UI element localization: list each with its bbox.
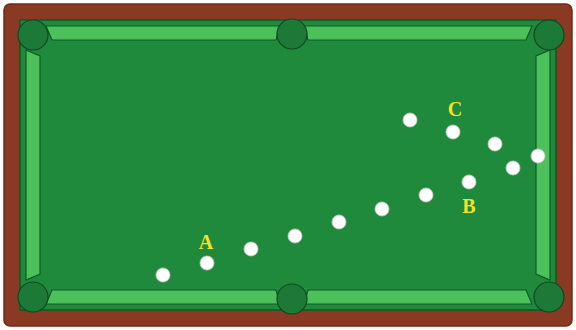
ball — [200, 256, 214, 270]
ball — [446, 125, 460, 139]
ball — [375, 202, 389, 216]
ball — [156, 268, 170, 282]
cushions — [26, 26, 550, 304]
pocket — [534, 20, 564, 50]
cushion — [536, 50, 550, 280]
pocket — [277, 284, 307, 314]
ball — [288, 229, 302, 243]
pocket — [277, 19, 307, 49]
balls — [156, 113, 545, 282]
ball-label: A — [199, 232, 213, 252]
ball — [244, 242, 258, 256]
ball — [419, 188, 433, 202]
ball-label: B — [462, 196, 475, 216]
cushion — [304, 26, 532, 40]
pocket — [534, 282, 564, 312]
ball — [462, 175, 476, 189]
ball-label: C — [448, 99, 462, 119]
table-felt — [20, 20, 556, 310]
cushion — [46, 26, 280, 40]
cushion — [26, 50, 40, 280]
pocket — [18, 20, 48, 50]
pocket — [18, 282, 48, 312]
cushion — [304, 290, 532, 304]
ball — [332, 215, 346, 229]
ball — [506, 161, 520, 175]
cushion — [46, 290, 280, 304]
ball — [403, 113, 417, 127]
ball — [488, 137, 502, 151]
pockets — [18, 19, 564, 314]
ball — [531, 149, 545, 163]
table-frame — [4, 4, 572, 326]
